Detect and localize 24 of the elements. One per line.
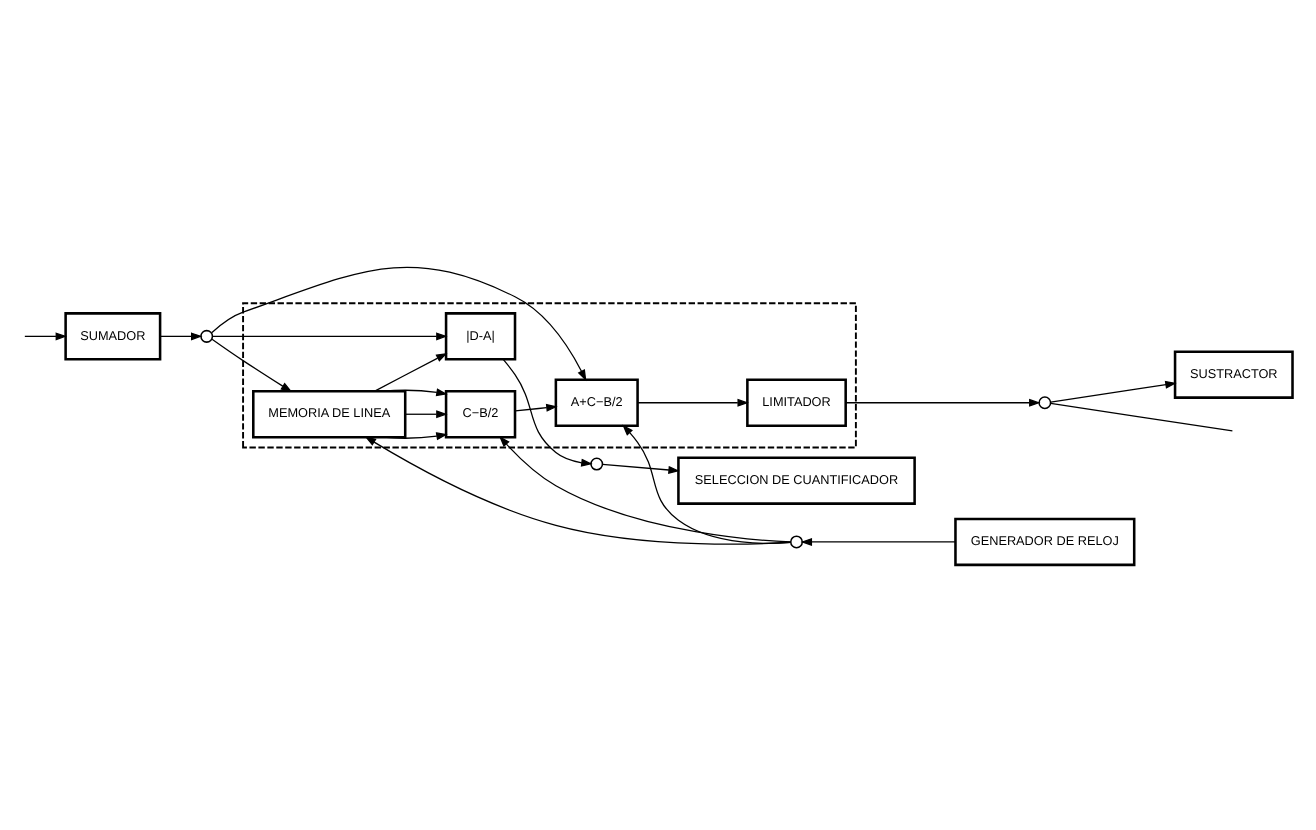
arrow <box>845 397 1041 406</box>
arrow <box>601 462 680 473</box>
node-circle <box>1038 395 1052 409</box>
arrow <box>159 331 203 340</box>
arrow <box>502 357 593 466</box>
arrow <box>211 265 587 381</box>
arrow <box>211 337 293 392</box>
arrow <box>622 423 792 543</box>
arrow <box>499 434 792 542</box>
arrow <box>382 387 448 396</box>
connector <box>1050 401 1234 431</box>
arrow <box>382 431 448 440</box>
arrow <box>514 402 558 411</box>
node-circle <box>790 534 804 548</box>
arrow <box>637 397 749 406</box>
arrow <box>374 351 448 391</box>
arrow <box>404 409 448 418</box>
arrow <box>212 331 448 340</box>
arrow <box>800 536 956 545</box>
arrow <box>24 331 68 340</box>
node-circle <box>200 328 214 342</box>
arrow <box>1050 379 1177 402</box>
arrow <box>364 435 792 544</box>
node-circle <box>590 456 604 470</box>
